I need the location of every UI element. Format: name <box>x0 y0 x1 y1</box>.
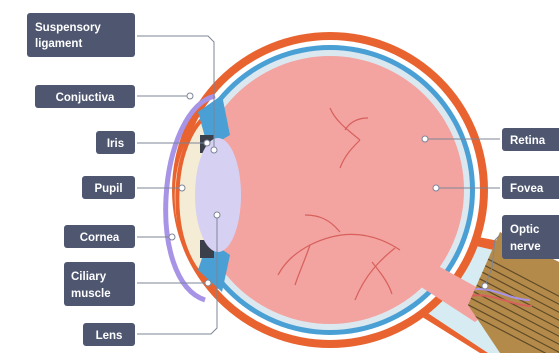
label-suspensory-line1: Suspensory <box>35 22 101 34</box>
label-retina-text: Retina <box>510 135 546 147</box>
label-fovea: Fovea <box>502 176 559 199</box>
label-iris: Iris <box>96 131 135 154</box>
label-ciliary-line1: Ciliary <box>71 271 107 283</box>
label-cornea: Cornea <box>64 225 135 248</box>
label-ciliary-muscle: Ciliary muscle <box>64 262 135 306</box>
label-optic-nerve: Optic nerve <box>502 215 559 259</box>
label-pupil: Pupil <box>82 176 135 199</box>
label-iris-text: Iris <box>107 138 124 150</box>
label-optic-line2: nerve <box>510 241 541 253</box>
lens-shape <box>195 138 241 252</box>
eye-cross-section-icon <box>166 32 559 353</box>
label-fovea-text: Fovea <box>510 183 544 195</box>
label-ciliary-line2: muscle <box>71 288 111 300</box>
label-lens: Lens <box>83 323 135 346</box>
label-lens-text: Lens <box>96 330 123 342</box>
label-optic-line1: Optic <box>510 224 540 236</box>
label-suspensory-line2: ligament <box>35 38 82 50</box>
label-conjunctiva: Conjuctiva <box>35 85 135 108</box>
label-pupil-text: Pupil <box>94 183 122 195</box>
label-cornea-text: Cornea <box>80 232 120 244</box>
label-conjunctiva-text: Conjuctiva <box>56 92 115 104</box>
label-retina: Retina <box>502 128 559 151</box>
label-suspensory-ligament: Suspensory ligament <box>27 13 135 57</box>
